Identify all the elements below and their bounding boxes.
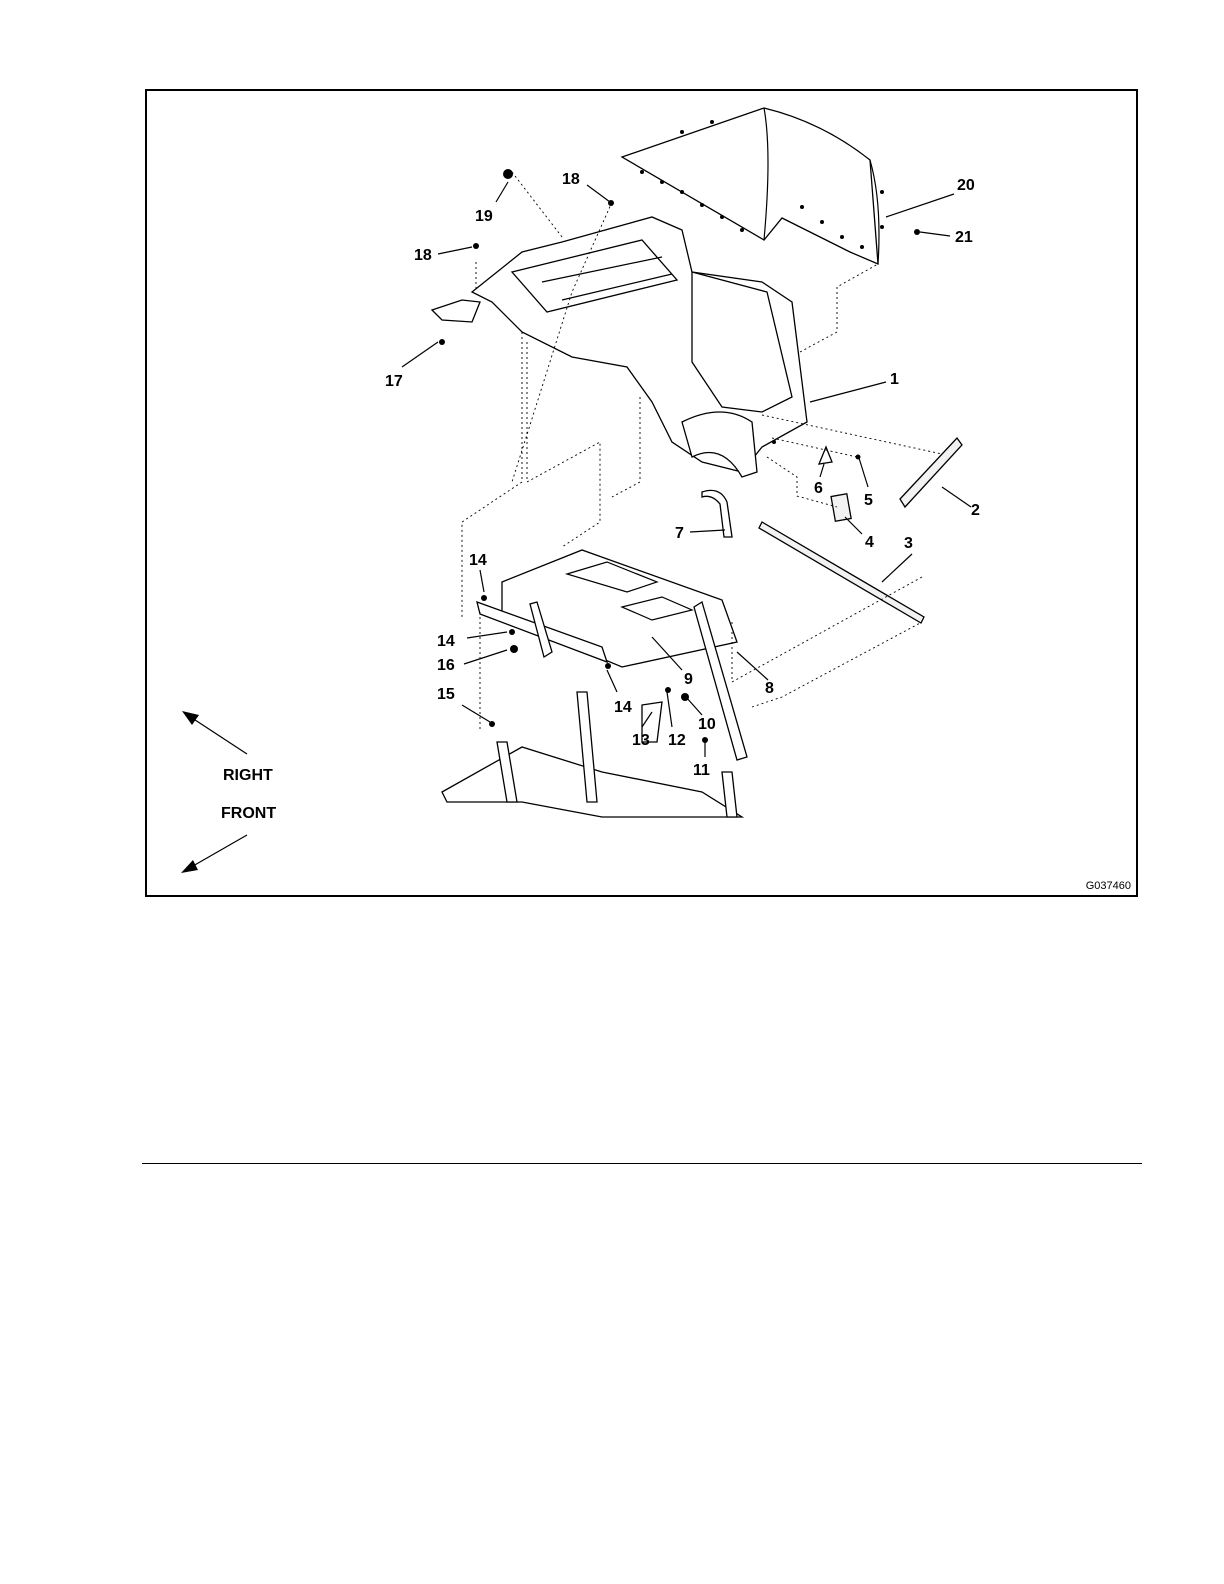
direction-label-front: FRONT — [221, 805, 276, 822]
trim-strip — [759, 522, 924, 623]
callout-19: 19 — [475, 208, 493, 225]
callout-18-left: 18 — [414, 247, 432, 264]
chassis-frame — [442, 692, 742, 817]
figure-frame: RIGHT FRONT 1 2 3 4 5 6 7 8 9 10 11 12 1… — [145, 89, 1138, 897]
callout-14-upper: 14 — [469, 552, 487, 569]
right-arrow — [182, 711, 247, 754]
figure-id: G037460 — [1086, 880, 1131, 892]
callout-5: 5 — [864, 492, 873, 509]
callout-8: 8 — [765, 680, 774, 697]
callout-6: 6 — [814, 480, 823, 497]
callout-10: 10 — [698, 716, 716, 733]
callout-21: 21 — [955, 229, 973, 246]
callout-3: 3 — [904, 535, 913, 552]
callout-11: 11 — [693, 762, 710, 779]
callout-20: 20 — [957, 177, 975, 194]
direction-label-right: RIGHT — [223, 767, 273, 784]
callout-16: 16 — [437, 657, 455, 674]
callout-1: 1 — [890, 371, 899, 388]
callout-17: 17 — [385, 373, 403, 390]
callout-14-lower: 14 — [614, 699, 632, 716]
callout-13: 13 — [632, 732, 650, 749]
callout-15: 15 — [437, 686, 455, 703]
horizontal-rule — [142, 1163, 1142, 1164]
callout-7: 7 — [675, 525, 684, 542]
callout-2: 2 — [971, 502, 980, 519]
front-arrow — [181, 835, 247, 873]
callout-18-top: 18 — [562, 171, 580, 188]
callout-9: 9 — [684, 671, 693, 688]
callout-14-middle: 14 — [437, 633, 455, 650]
exploded-parts-diagram: RIGHT FRONT 1 2 3 4 5 6 7 8 9 10 11 12 1… — [147, 91, 1140, 899]
callout-4: 4 — [865, 534, 874, 551]
cab-shroud — [432, 217, 807, 477]
callout-12: 12 — [668, 732, 686, 749]
